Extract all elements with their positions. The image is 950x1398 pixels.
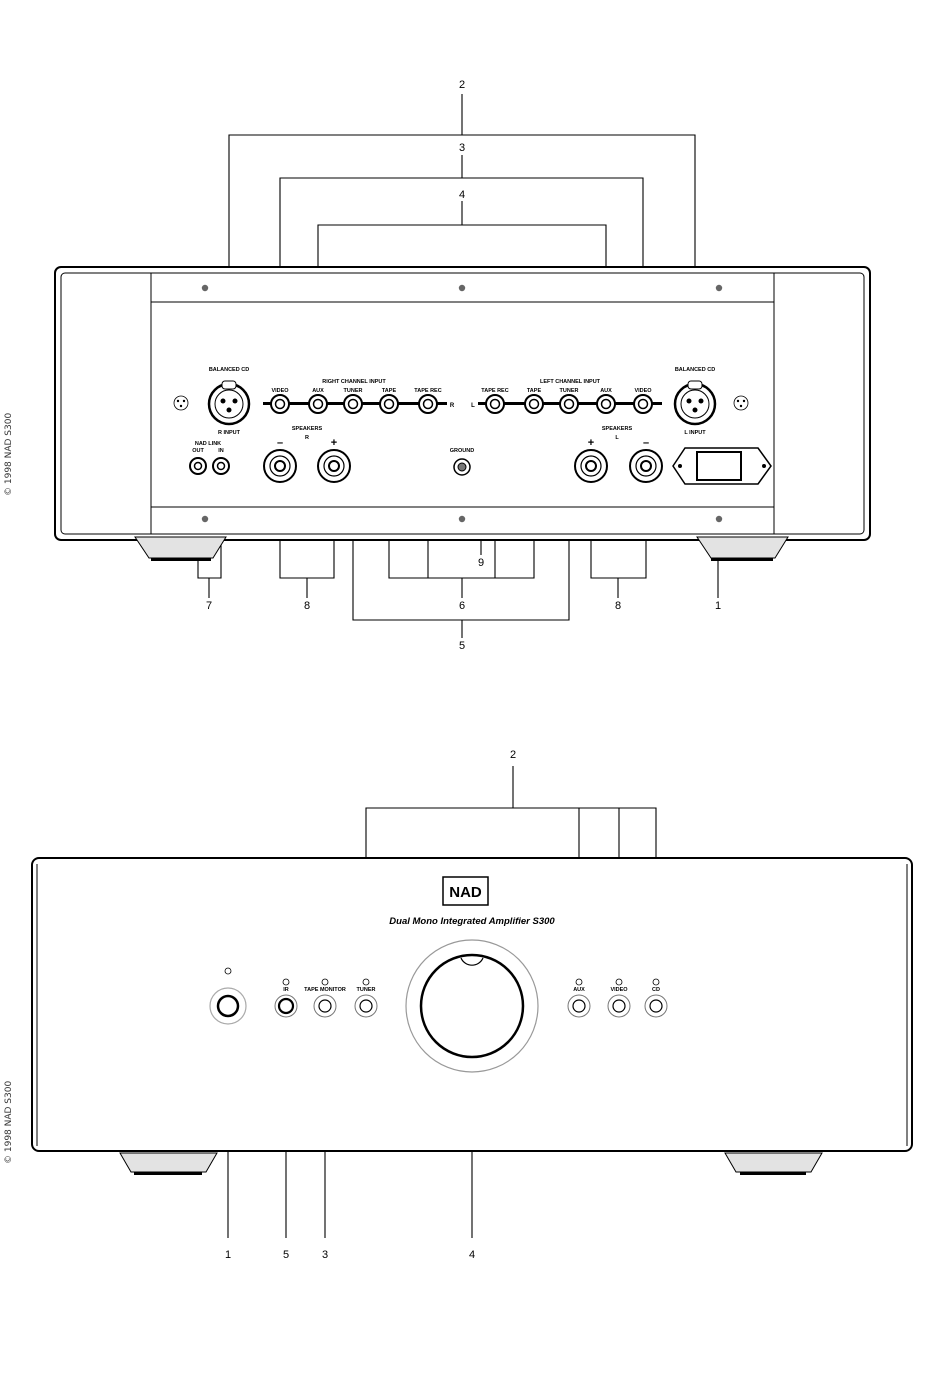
front-panel-diagram: NAD Dual Mono Integrated Amplifier S300: [31, 749, 913, 1260]
rear-panel-diagram: BALANCED CD BALANCED CD R INPUT L INPUT …: [54, 79, 871, 652]
front-feet: [119, 1152, 823, 1175]
model-name: Dual Mono Integrated Amplifier S300: [389, 916, 555, 927]
callout-front-2: 2: [510, 749, 516, 761]
cd-button[interactable]: [644, 978, 668, 1018]
label-aux: AUX: [573, 987, 585, 993]
volume-knob[interactable]: [405, 939, 539, 1073]
label-out: OUT: [192, 448, 204, 454]
callout-rear-2: 2: [459, 79, 465, 91]
label-minus-l: –: [643, 437, 649, 449]
label-video-r: VIDEO: [271, 388, 289, 394]
callout-rear-5: 5: [459, 640, 465, 652]
power-button[interactable]: [209, 987, 247, 1025]
label-balanced-cd-right: BALANCED CD: [209, 367, 249, 373]
callout-rear-8b: 8: [615, 600, 621, 612]
label-tape-l: TAPE: [527, 388, 542, 394]
label-ground: GROUND: [450, 448, 474, 454]
label-nad-link: NAD LINK: [195, 441, 221, 447]
power-led: [224, 967, 232, 975]
callout-front-5: 5: [283, 1249, 289, 1260]
label-speakers-right: SPEAKERS: [292, 426, 323, 432]
right-channel-rca-jacks[interactable]: [270, 394, 438, 414]
video-button[interactable]: [607, 978, 631, 1018]
label-speakers-left: SPEAKERS: [602, 426, 633, 432]
speaker-terminals-left[interactable]: [574, 449, 663, 483]
callout-rear-6: 6: [459, 600, 465, 612]
label-aux-l: AUX: [600, 388, 612, 394]
speaker-terminals-right[interactable]: [263, 449, 351, 483]
label-r: R: [450, 403, 455, 409]
rear-feet: [134, 536, 789, 561]
callout-front-1: 1: [225, 1249, 231, 1260]
rear-chassis: [54, 266, 871, 541]
label-r-input: R INPUT: [218, 430, 241, 436]
callout-rear-8a: 8: [304, 600, 310, 612]
label-tuner-r: TUNER: [344, 388, 363, 394]
label-minus-r: –: [277, 437, 283, 449]
label-left-channel-input: LEFT CHANNEL INPUT: [540, 379, 601, 385]
label-plus-r: +: [331, 437, 337, 449]
label-video: VIDEO: [610, 987, 628, 993]
label-aux-r: AUX: [312, 388, 324, 394]
label-plus-l: +: [588, 437, 594, 449]
label-speakers-r: R: [305, 435, 309, 441]
ground-terminal[interactable]: [453, 458, 471, 476]
label-ir: IR: [283, 987, 289, 993]
label-in: IN: [218, 448, 224, 454]
label-cd: CD: [652, 987, 660, 993]
label-video-l: VIDEO: [634, 388, 652, 394]
callout-rear-1: 1: [715, 600, 721, 612]
nad-link-jacks[interactable]: [189, 457, 230, 475]
nad-logo-box: [442, 876, 489, 906]
xlr-pin-diagram-right: [733, 395, 749, 411]
callout-front-3: 3: [322, 1249, 328, 1260]
callout-front-4: 4: [469, 1249, 475, 1260]
nad-logo: NAD: [449, 884, 482, 901]
balanced-cd-right-xlr[interactable]: [207, 380, 251, 426]
label-balanced-cd-left: BALANCED CD: [675, 367, 715, 373]
ir-button[interactable]: [274, 978, 298, 1018]
callout-rear-4: 4: [459, 189, 465, 201]
label-tape-rec-l: TAPE REC: [481, 388, 508, 394]
label-right-channel-input: RIGHT CHANNEL INPUT: [322, 379, 386, 385]
label-tape-monitor: TAPE MONITOR: [304, 987, 346, 993]
callout-rear-9: 9: [478, 557, 484, 569]
callout-rear-3: 3: [459, 142, 465, 154]
xlr-pin-diagram-left: [173, 395, 189, 411]
label-l: L: [471, 403, 475, 409]
tuner-button[interactable]: [354, 978, 378, 1018]
label-tape-r: TAPE: [382, 388, 397, 394]
ac-power-inlet: [672, 447, 772, 485]
left-channel-rca-jacks[interactable]: [485, 394, 653, 414]
label-l-input: L INPUT: [684, 430, 706, 436]
label-speakers-l: L: [615, 435, 619, 441]
callout-rear-7: 7: [206, 600, 212, 612]
aux-button[interactable]: [567, 978, 591, 1018]
rear-screws: [201, 284, 723, 523]
balanced-cd-left-xlr[interactable]: [673, 380, 717, 426]
label-tape-rec-r: TAPE REC: [414, 388, 441, 394]
tape-monitor-button[interactable]: [313, 978, 337, 1018]
label-tuner: TUNER: [357, 987, 376, 993]
label-tuner-l: TUNER: [560, 388, 579, 394]
